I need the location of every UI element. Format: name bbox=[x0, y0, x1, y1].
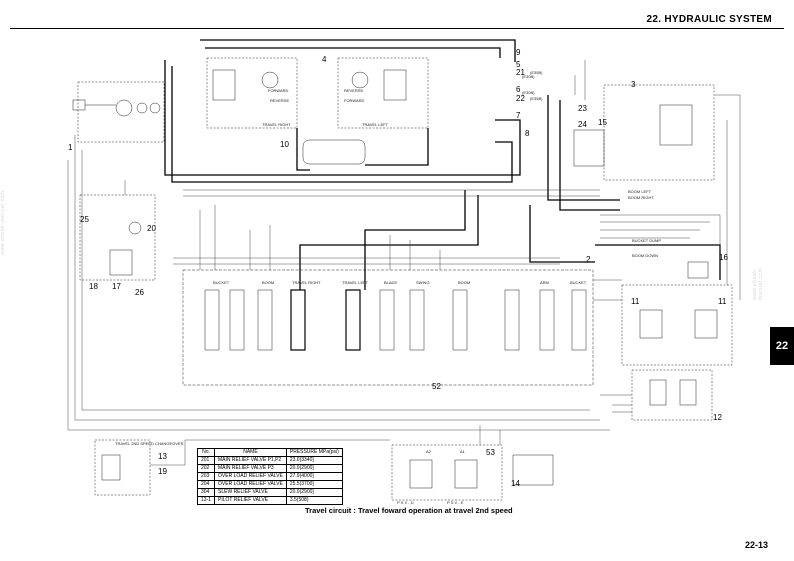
callout-52: 52 bbox=[432, 382, 441, 391]
table-header: No. bbox=[196, 448, 216, 457]
table-header-row: No. NAME PRESSURE MPa(psi) bbox=[196, 448, 343, 457]
label-bucket: BUCKET bbox=[213, 280, 230, 285]
label-reverse-left: REVERSE bbox=[270, 98, 289, 103]
label-boom: BOOM bbox=[262, 280, 274, 285]
label-boom-down: BOOM DOWN bbox=[632, 253, 658, 258]
table-cell: 27.9(4000) bbox=[285, 472, 343, 481]
table-cell: 304 bbox=[196, 488, 216, 497]
callout-24: 24 bbox=[578, 120, 587, 129]
callout-23: 23 bbox=[578, 104, 587, 113]
label-swing: SWING bbox=[416, 280, 430, 285]
label-bucket-dump: BUCKET DUMP bbox=[632, 238, 661, 243]
figure-caption: Travel circuit : Travel foward operation… bbox=[305, 506, 513, 515]
label-boom-right: BOOM RIGHT bbox=[628, 195, 654, 200]
page-number: 22-13 bbox=[744, 540, 768, 550]
label-forward-right: FORWARD bbox=[344, 98, 365, 103]
callout-3: 3 bbox=[631, 80, 636, 89]
table-cell: 203 bbox=[196, 472, 216, 481]
callout-21: 21 bbox=[516, 68, 525, 77]
callout-14: 14 bbox=[511, 479, 520, 488]
label-arm: ARM bbox=[540, 280, 549, 285]
label-travel-right: TRAVEL RIGHT bbox=[262, 122, 291, 127]
table-row: 201 MAIN RELIEF VALVE P1,P2 23.0(3340) bbox=[196, 456, 343, 465]
label-boom-left: BOOM LEFT bbox=[628, 189, 652, 194]
callout-15: 15 bbox=[598, 118, 607, 127]
label-forward-left: FORWARD bbox=[268, 88, 289, 93]
callout-53: 53 bbox=[486, 448, 495, 457]
callout-11-right: 11 bbox=[718, 297, 727, 306]
callout-5: 5 bbox=[516, 60, 521, 69]
callout-11-left: 11 bbox=[631, 297, 640, 306]
label-travel-right-spool: TRAVEL RIGHT bbox=[292, 280, 321, 285]
callout-2: 2 bbox=[586, 255, 591, 264]
section-title: 22. HYDRAULIC SYSTEM bbox=[646, 14, 772, 25]
callout-9: 9 bbox=[516, 48, 521, 57]
table-row: 203 OVER LOAD RELIEF VALVE 27.9(4000) bbox=[196, 472, 343, 481]
table-cell: OVER LOAD RELIEF VALVE bbox=[214, 472, 287, 481]
label-e30b-1: (E30B) bbox=[522, 74, 535, 79]
table-cell: PILOT RELIEF VALVE bbox=[214, 496, 287, 505]
table-row: 204 OVER LOAD RELIEF VALVE 25.5(3700) bbox=[196, 480, 343, 489]
callout-26: 26 bbox=[135, 288, 144, 297]
callout-16: 16 bbox=[719, 253, 728, 262]
header-rule bbox=[10, 28, 784, 29]
label-travel-left-spool: TRAVEL LEFT bbox=[342, 280, 369, 285]
table-cell: 20.0(2900) bbox=[285, 488, 343, 497]
label-e35b-2: (E35B) bbox=[530, 96, 543, 101]
table-header: NAME bbox=[214, 448, 287, 457]
label-e35b-1: (E35B) bbox=[530, 70, 543, 75]
label-e30b-2: (E30B) bbox=[522, 90, 535, 95]
table-cell: 23.0(3340) bbox=[285, 456, 343, 465]
table-cell: 204 bbox=[196, 480, 216, 489]
callout-7: 7 bbox=[516, 111, 521, 120]
table-cell: OVER LOAD RELIEF VALVE bbox=[214, 480, 287, 489]
callout-8: 8 bbox=[525, 129, 530, 138]
label-reverse-right: REVERSE bbox=[344, 88, 363, 93]
table-cell: 20.0(2900) bbox=[285, 464, 343, 473]
callout-20: 20 bbox=[147, 224, 156, 233]
table-cell: 25.5(3700) bbox=[285, 480, 343, 489]
label-psv-d: P S V - D bbox=[397, 500, 414, 505]
table-header: PRESSURE MPa(psi) bbox=[285, 448, 343, 457]
callout-17: 17 bbox=[112, 282, 121, 291]
callout-10: 10 bbox=[280, 140, 289, 149]
callout-4: 4 bbox=[322, 55, 327, 64]
table-row: 304 SLEW RELIEF VALVE 20.0(2900) bbox=[196, 488, 343, 497]
callout-25: 25 bbox=[80, 215, 89, 224]
table-row: 202 MAIN RELIEF VALVE P3 20.0(2900) bbox=[196, 464, 343, 473]
table-cell: MAIN RELIEF VALVE P1,P2 bbox=[214, 456, 287, 465]
label-boom-up: BOOM bbox=[458, 280, 470, 285]
callout-22: 22 bbox=[516, 94, 525, 103]
label-psv-e: P S V - E bbox=[447, 500, 464, 505]
label-travel-speed-switch: TRAVEL 2ND SPEED CHANGEOVER bbox=[115, 441, 184, 446]
callout-19: 19 bbox=[158, 467, 167, 476]
callout-13: 13 bbox=[158, 452, 167, 461]
callout-18: 18 bbox=[89, 282, 98, 291]
section-tab: 22 bbox=[770, 327, 794, 365]
table-cell: 202 bbox=[196, 464, 216, 473]
callout-6: 6 bbox=[516, 85, 521, 94]
label-a1: A1 bbox=[460, 449, 466, 454]
label-bucket-2: BUCKET bbox=[570, 280, 587, 285]
table-row: 13-1 PILOT RELIEF VALVE 3.5(508) bbox=[196, 496, 343, 505]
label-a2: A2 bbox=[426, 449, 432, 454]
table-cell: MAIN RELIEF VALVE P3 bbox=[214, 464, 287, 473]
table-cell: 3.5(508) bbox=[285, 496, 343, 505]
label-blade: BLADE bbox=[384, 280, 397, 285]
table-cell: 13-1 bbox=[196, 496, 216, 505]
callout-12: 12 bbox=[713, 413, 722, 422]
relief-valve-table: No. NAME PRESSURE MPa(psi) 201 MAIN RELI… bbox=[196, 448, 343, 505]
callout-1: 1 bbox=[68, 143, 73, 152]
table-cell: 201 bbox=[196, 456, 216, 465]
label-travel-left: TRAVEL LEFT bbox=[362, 122, 389, 127]
table-cell: SLEW RELIEF VALVE bbox=[214, 488, 287, 497]
